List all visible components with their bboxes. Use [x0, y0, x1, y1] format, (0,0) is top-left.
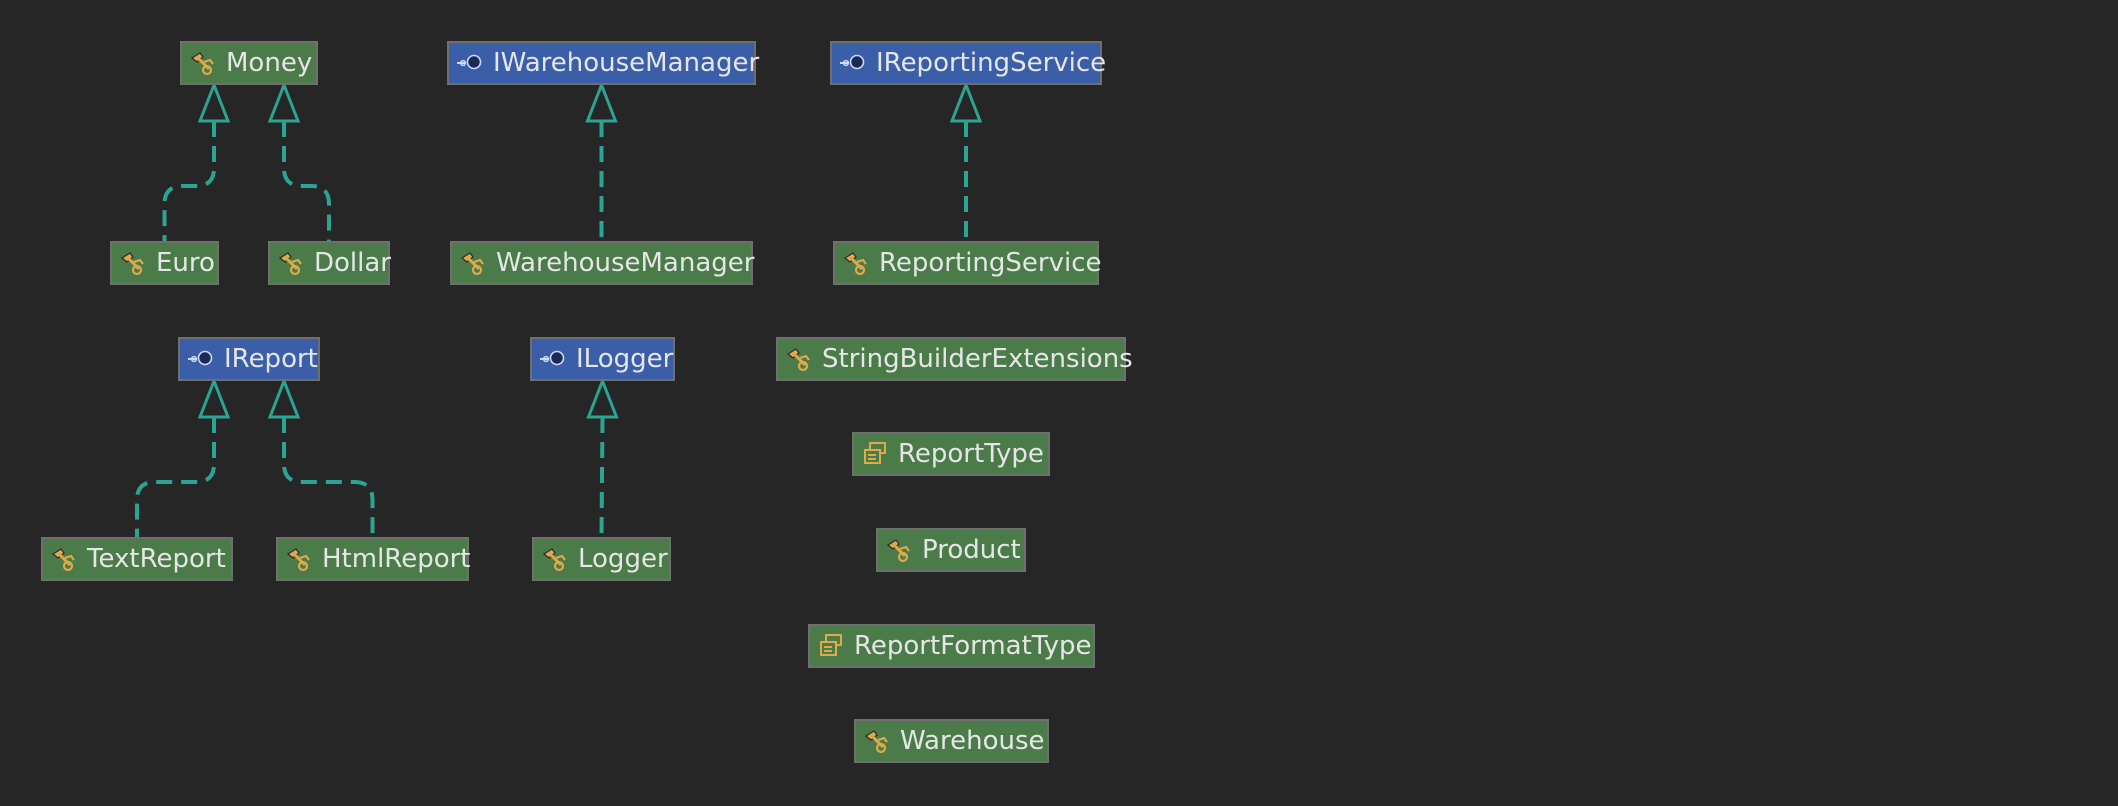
class-icon	[884, 535, 914, 565]
node-dollar[interactable]: Dollar	[268, 241, 391, 285]
node-label: Warehouse	[900, 726, 1045, 756]
class-icon	[841, 248, 871, 278]
node-label: Euro	[156, 248, 215, 278]
class-icon	[784, 344, 814, 374]
node-label: WarehouseManager	[496, 248, 755, 278]
node-label: IWarehouseManager	[493, 48, 760, 78]
edge-dollar-to-money	[282, 121, 331, 241]
class-icon	[458, 248, 488, 278]
class-icon	[276, 248, 306, 278]
node-htmlreport[interactable]: HtmlReport	[276, 537, 471, 581]
node-label: Dollar	[314, 248, 391, 278]
node-ireport[interactable]: IReport	[178, 337, 320, 381]
arrowhead-dollar-to-money	[267, 80, 301, 123]
node-label: Money	[226, 48, 313, 78]
class-icon	[284, 544, 314, 574]
node-warehouse[interactable]: Warehouse	[854, 719, 1049, 763]
node-label: IReportingService	[876, 48, 1107, 78]
node-iwarehousemanager[interactable]: IWarehouseManager	[447, 41, 760, 85]
node-product[interactable]: Product	[876, 528, 1026, 572]
node-label: ReportingService	[879, 248, 1102, 278]
interface-icon	[838, 48, 868, 78]
arrowhead-reportingservice-to-ireportingservice	[949, 80, 983, 123]
node-logger[interactable]: Logger	[532, 537, 671, 581]
node-label: HtmlReport	[322, 544, 471, 574]
node-euro[interactable]: Euro	[110, 241, 219, 285]
class-icon	[118, 248, 148, 278]
node-ilogger[interactable]: ILogger	[530, 337, 675, 381]
edge-htmlreport-to-ireport	[282, 417, 375, 537]
enum-icon	[816, 631, 846, 661]
class-icon	[49, 544, 79, 574]
node-reportformattype[interactable]: ReportFormatType	[808, 624, 1095, 668]
node-warehousemanager[interactable]: WarehouseManager	[450, 241, 755, 285]
arrowhead-logger-to-ilogger	[586, 376, 619, 419]
class-icon	[862, 726, 892, 756]
class-icon	[188, 48, 218, 78]
edge-euro-to-money	[162, 121, 216, 241]
enum-icon	[860, 439, 890, 469]
class-icon	[540, 544, 570, 574]
node-stringbuilderextensions[interactable]: StringBuilderExtensions	[776, 337, 1133, 381]
arrowhead-htmlreport-to-ireport	[267, 376, 301, 419]
node-ireportingservice[interactable]: IReportingService	[830, 41, 1106, 85]
node-textreport[interactable]: TextReport	[41, 537, 233, 581]
node-reporttype[interactable]: ReportType	[852, 432, 1050, 476]
interface-icon	[186, 344, 216, 374]
node-label: ILogger	[576, 344, 674, 374]
arrowhead-warehousemanager-to-iwarehousemanager	[585, 80, 618, 123]
interface-icon	[538, 344, 568, 374]
node-label: TextReport	[87, 544, 226, 574]
edge-textreport-to-ireport	[135, 417, 216, 537]
node-reportingservice[interactable]: ReportingService	[833, 241, 1102, 285]
node-label: Logger	[578, 544, 668, 574]
edge-logger-to-ilogger	[599, 416, 605, 538]
node-label: ReportFormatType	[854, 631, 1092, 661]
arrowhead-euro-to-money	[197, 80, 231, 123]
node-money[interactable]: Money	[180, 41, 318, 85]
arrowhead-textreport-to-ireport	[197, 376, 231, 419]
node-label: Product	[922, 535, 1021, 565]
node-label: StringBuilderExtensions	[822, 344, 1133, 374]
node-label: IReport	[224, 344, 318, 374]
interface-icon	[455, 48, 485, 78]
node-label: ReportType	[898, 439, 1044, 469]
